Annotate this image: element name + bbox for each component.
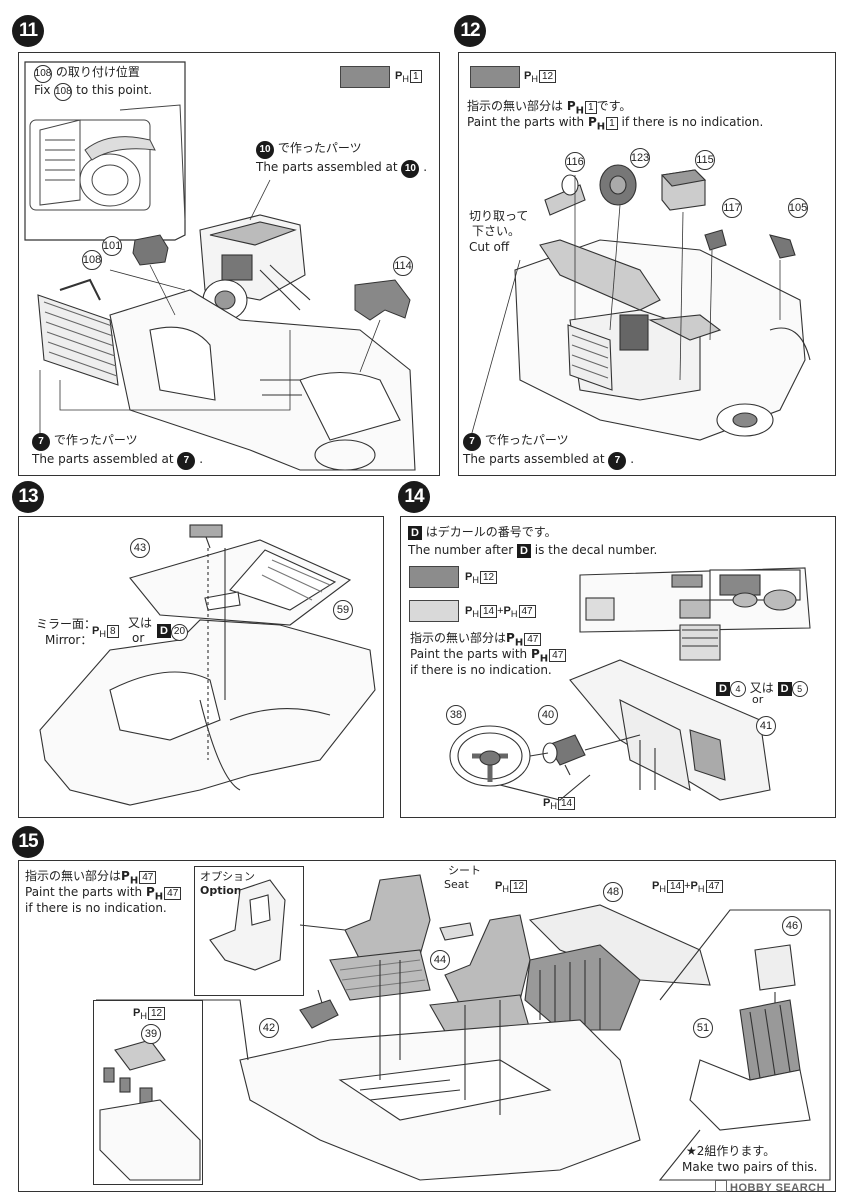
callout-48: 48 (603, 882, 623, 902)
step-13-mirror-ja: ミラー面： (36, 617, 97, 631)
step-15-number: 15 (12, 826, 44, 858)
step-14-decal-note-en: The number after D is the decal number. (408, 543, 658, 558)
step-12-number: 12 (454, 15, 486, 47)
step-14-swatch-dark (409, 566, 459, 588)
callout-40: 40 (538, 705, 558, 725)
step-11-assembled10-ja: 10 で作ったパーツ (256, 140, 362, 159)
step-15-option-en: Option (200, 884, 242, 897)
step-12-assembled7-en: The parts assembled at 7 . (463, 451, 634, 470)
callout-108: 108 (82, 250, 102, 270)
watermark: HOBBY SEARCH (715, 1180, 825, 1194)
step-12-cut-ja2: 下さい。 (472, 224, 521, 238)
step-14-swatch-light (409, 600, 459, 622)
callout-46: 46 (782, 916, 802, 936)
step-12-assembled7-ja: 7 で作ったパーツ (463, 432, 569, 451)
step-11-assembled10-en: The parts assembled at 10 . (256, 159, 427, 178)
step-11-number: 11 (12, 15, 44, 47)
step-15-two-pairs-en: Make two pairs of this. (682, 1160, 818, 1174)
callout-117: 117 (722, 198, 742, 218)
step-13-mirror-en: Mirror： (45, 633, 93, 647)
callout-105: 105 (788, 198, 808, 218)
callout-38: 38 (446, 705, 466, 725)
step-15-seat-en: Seat (444, 878, 469, 891)
callout-59: 59 (333, 600, 353, 620)
callout-44: 44 (430, 950, 450, 970)
callout-43: 43 (130, 538, 150, 558)
step-12-cut-en: Cut off (469, 240, 510, 254)
callout-115: 115 (695, 150, 715, 170)
step-15-note-en2: if there is no indication. (25, 901, 167, 915)
step-14-decal-note-ja: D はデカールの番号です。 (408, 524, 557, 540)
step-14-note-en2: if there is no indication. (410, 663, 552, 677)
step-14-number: 14 (398, 481, 430, 513)
callout-101: 101 (102, 236, 122, 256)
callout-108: 108 (34, 65, 52, 83)
step-11-paint-swatch (340, 66, 390, 88)
step-11-inset-label-ja: 108 の取り付け位置 (34, 64, 140, 83)
step-11-inset-label-en: Fix 108 to this point. (34, 82, 152, 101)
step-15-two-pairs-ja: ★2組作ります。 (686, 1144, 776, 1158)
callout-123: 123 (630, 148, 650, 168)
step-15-option-ja: オプション (200, 870, 255, 883)
step-13-or-en: or (132, 631, 145, 645)
callout-116: 116 (565, 152, 585, 172)
callout-41: 41 (756, 716, 776, 736)
step-12-paint-swatch (470, 66, 520, 88)
step-13-number: 13 (12, 481, 44, 513)
step-14-decal-or-en: or (752, 693, 764, 706)
step-11-assembled7-en: The parts assembled at 7 . (32, 451, 203, 470)
step-12-cut-ja1: 切り取って (469, 209, 529, 223)
callout-39: 39 (141, 1024, 161, 1044)
callout-51: 51 (693, 1018, 713, 1038)
step-11-assembled7-ja: 7 で作ったパーツ (32, 432, 138, 451)
callout-114: 114 (393, 256, 413, 276)
step-15-seat-ja: シート (448, 864, 481, 877)
callout-108b: 108 (54, 83, 73, 101)
callout-42: 42 (259, 1018, 279, 1038)
step-13-or-ja: 又は (128, 616, 153, 630)
